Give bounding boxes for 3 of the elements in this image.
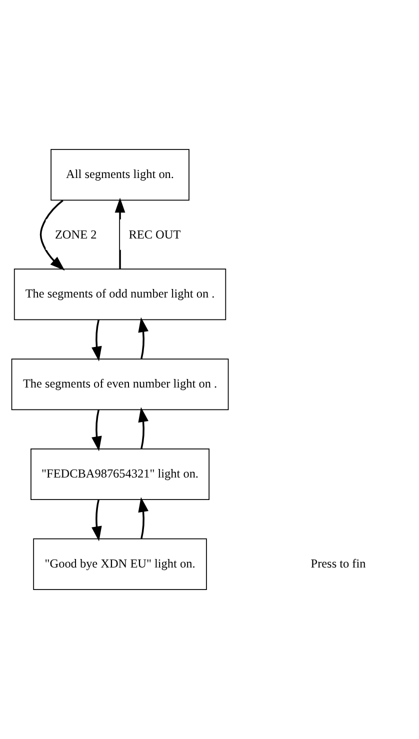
edge-label: REC OUT — [128, 227, 181, 242]
edge-label: ZONE 2 — [54, 227, 97, 242]
label: Press to fin — [310, 556, 366, 570]
